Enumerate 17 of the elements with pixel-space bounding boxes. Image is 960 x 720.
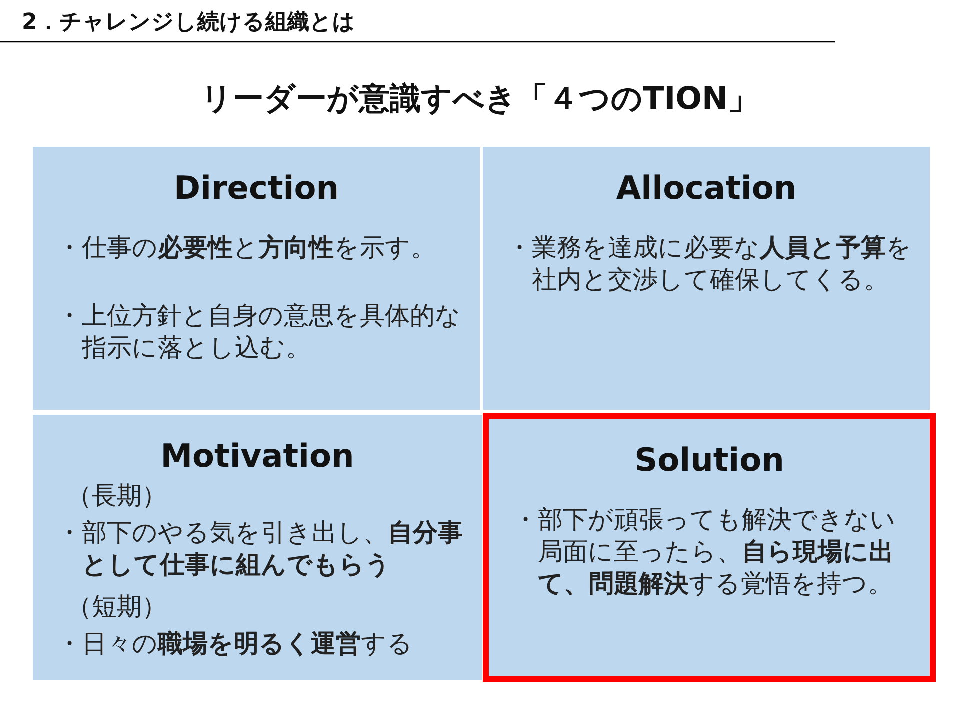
quadrant-title: Motivation: [160, 436, 356, 476]
bullet-text: ・仕事の必要性と方向性を示す。: [56, 232, 437, 264]
quadrant-title: Direction: [172, 168, 340, 208]
quadrant-panel: [33, 147, 480, 410]
bullet-text: ・上位方針と自身の意思を具体的な指示に落とし込む。: [56, 300, 462, 364]
quadrant-panel: [483, 147, 930, 410]
bullet-text: ・日々の職場を明るく運営する: [56, 628, 414, 660]
bullet-text: ・部下のやる気を引き出し、自分事として仕事に組んでもらう: [56, 517, 464, 581]
bullet-text: ・業務を達成に必要な人員と予算を社内と交渉して確保してくる。: [506, 232, 913, 296]
section-label: 2．チャレンジし続ける組織とは: [22, 9, 356, 37]
quadrant-title: Allocation: [615, 168, 798, 208]
quadrant-title: Solution: [634, 440, 786, 480]
period-note: （長期）: [66, 480, 168, 512]
diagram-title: リーダーが意識すべき「４つのTION」: [200, 80, 760, 119]
period-note: （短期）: [66, 591, 168, 623]
quadrant-panel: [33, 415, 482, 680]
bullet-text: ・部下が頑張っても解決できない局面に至ったら、自ら現場に出て、問題解決する覚悟を持つ。: [512, 504, 897, 600]
